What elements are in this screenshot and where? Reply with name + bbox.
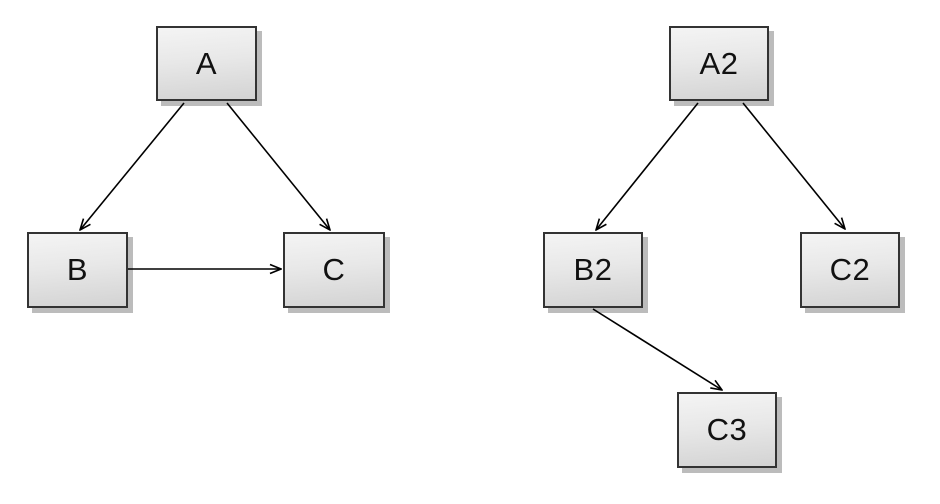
edge-A2-C2[interactable] xyxy=(742,102,845,229)
edges-group xyxy=(80,102,845,390)
node-label: A2 xyxy=(699,45,739,81)
node-label: C3 xyxy=(706,412,748,447)
graph-node-C[interactable]: C xyxy=(283,232,385,308)
graph-node-A2[interactable]: A2 xyxy=(669,26,769,101)
node-label: C2 xyxy=(829,252,871,287)
node-label: B2 xyxy=(573,252,613,287)
node-label: C xyxy=(322,252,346,287)
graph-node-A[interactable]: A xyxy=(156,26,257,101)
node-label: A xyxy=(195,45,218,81)
graph-node-C3[interactable]: C3 xyxy=(677,392,777,468)
edge-A-C[interactable] xyxy=(226,102,330,230)
graph-node-B[interactable]: B xyxy=(27,232,128,308)
edge-A2-B2[interactable] xyxy=(596,102,699,230)
edge-A-B[interactable] xyxy=(80,102,185,230)
graph-node-C2[interactable]: C2 xyxy=(800,232,900,308)
node-label: B xyxy=(66,252,89,287)
graph-node-B2[interactable]: B2 xyxy=(543,232,643,308)
edge-B2-C3[interactable] xyxy=(592,308,722,390)
